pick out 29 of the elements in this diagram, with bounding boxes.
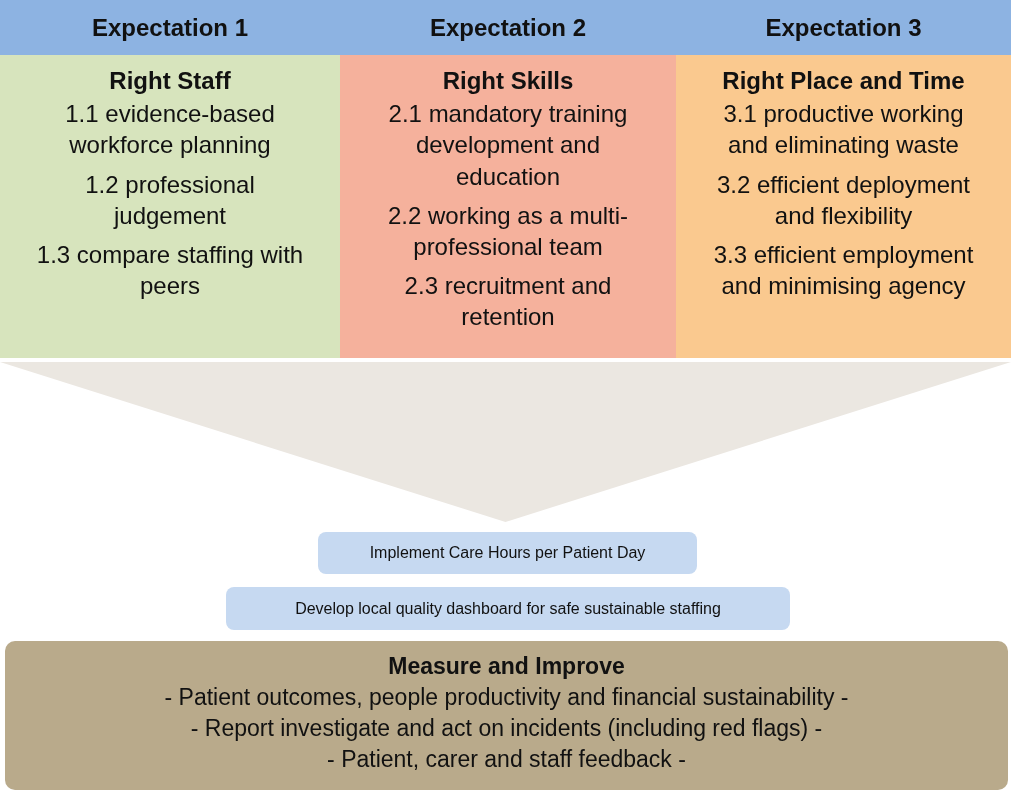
panel-heading: Right Staff bbox=[109, 66, 231, 96]
bullet-text: - Patient, carer and staff feedback - bbox=[327, 745, 686, 775]
header-text: Expectation 2 bbox=[429, 13, 586, 42]
list-item: 1.1 evidence-based workforce planning bbox=[64, 99, 276, 161]
list-item: 3.1 productive working and eliminating waste bbox=[722, 99, 965, 161]
list-item: 1.3 compare staffing with peers bbox=[35, 239, 305, 302]
panel-heading: Right Place and Time bbox=[722, 66, 965, 96]
list-item: 2.3 recruitment and retention bbox=[403, 271, 613, 333]
bullet-text: - Patient outcomes, people productivity and financial sustainability - bbox=[164, 683, 849, 713]
header-text: Expectation 3 bbox=[765, 13, 922, 42]
bullet-text: - Report investigate and act on incidents (including red flags) - bbox=[190, 714, 823, 744]
list-item: 3.2 efficient deployment and flexibility bbox=[715, 169, 972, 231]
box-text: Implement Care Hours per Patient Day bbox=[369, 544, 646, 562]
expectation-panel bbox=[676, 55, 1011, 358]
box-text: Develop local quality dashboard for safe sustainable staffing bbox=[295, 599, 721, 618]
list-item: 1.2 professional judgement bbox=[84, 169, 256, 231]
expectation-panel bbox=[0, 55, 340, 358]
column-header bbox=[0, 0, 340, 55]
list-item: 2.2 working as a multi-professional team bbox=[386, 200, 630, 262]
list-item: 3.3 efficient employment and minimising agency bbox=[712, 239, 975, 302]
action-box bbox=[226, 587, 790, 630]
list-item: 2.1 mandatory training development and education bbox=[387, 99, 629, 192]
action-box bbox=[318, 532, 697, 574]
panel-heading: Measure and Improve bbox=[388, 652, 625, 681]
column-header bbox=[676, 0, 1011, 55]
header-text: Expectation 1 bbox=[91, 13, 248, 42]
measure-panel bbox=[5, 641, 1008, 790]
panel-heading: Right Skills bbox=[442, 66, 574, 96]
expectation-panel bbox=[340, 55, 676, 358]
